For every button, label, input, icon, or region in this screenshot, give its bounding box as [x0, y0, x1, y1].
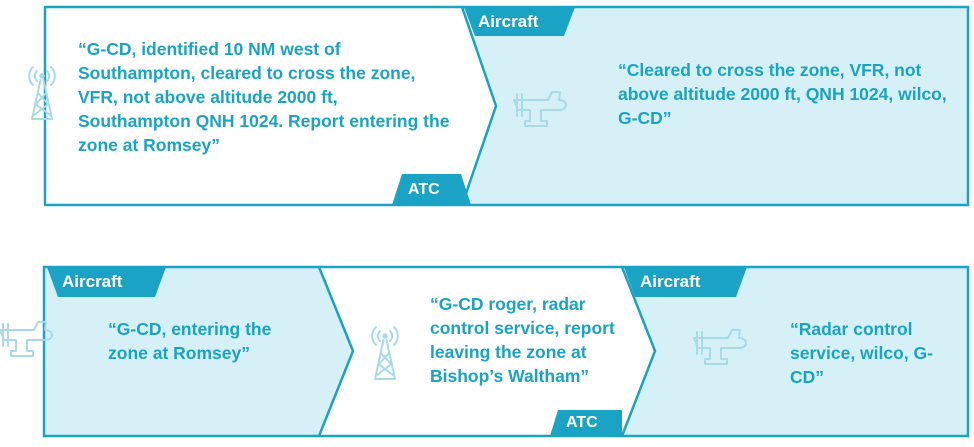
- aircraft-panel-2b: [622, 267, 968, 436]
- radio-tower-icon: [371, 326, 399, 380]
- aircraft-message-2a: “G-CD, entering the zone at Romsey”: [108, 319, 272, 363]
- aircraft-panel-1-border: [462, 5, 970, 207]
- atc-tag-2: ATC: [566, 414, 598, 431]
- aircraft-tag-2a-shape: [47, 267, 166, 297]
- aircraft-message-1: “Cleared to cross the zone, VFR, not abo…: [618, 60, 947, 128]
- aircraft-tag-2b: Aircraft: [640, 272, 701, 291]
- aircraft-tag-2b-shape: [624, 267, 747, 297]
- atc-tag-2-shape: [550, 410, 622, 436]
- exchange-2: [0, 265, 970, 438]
- atc-tag-1: ATC: [408, 181, 440, 198]
- aircraft-tag-1-shape: [464, 7, 575, 36]
- atc-tag-1-shape: [392, 174, 471, 205]
- divider-2a: [317, 266, 355, 437]
- aircraft-panel-1: [462, 7, 968, 205]
- atc-message-2: “G-CD roger, radar control service, repo…: [430, 294, 615, 386]
- divider-2b: [620, 266, 657, 437]
- aircraft-tag-1: Aircraft: [478, 12, 539, 31]
- atc-panel-1: [43, 5, 498, 207]
- atc-message-1: “G-CD, identified 10 NM west of Southamp…: [78, 39, 450, 155]
- exchange-1: [28, 5, 970, 207]
- aircraft-tag-2a: Aircraft: [62, 272, 123, 291]
- aircraft-message-2b: “Radar control service, wilco, G-CD”: [790, 319, 933, 387]
- aircraft-panel-2a: [44, 267, 353, 436]
